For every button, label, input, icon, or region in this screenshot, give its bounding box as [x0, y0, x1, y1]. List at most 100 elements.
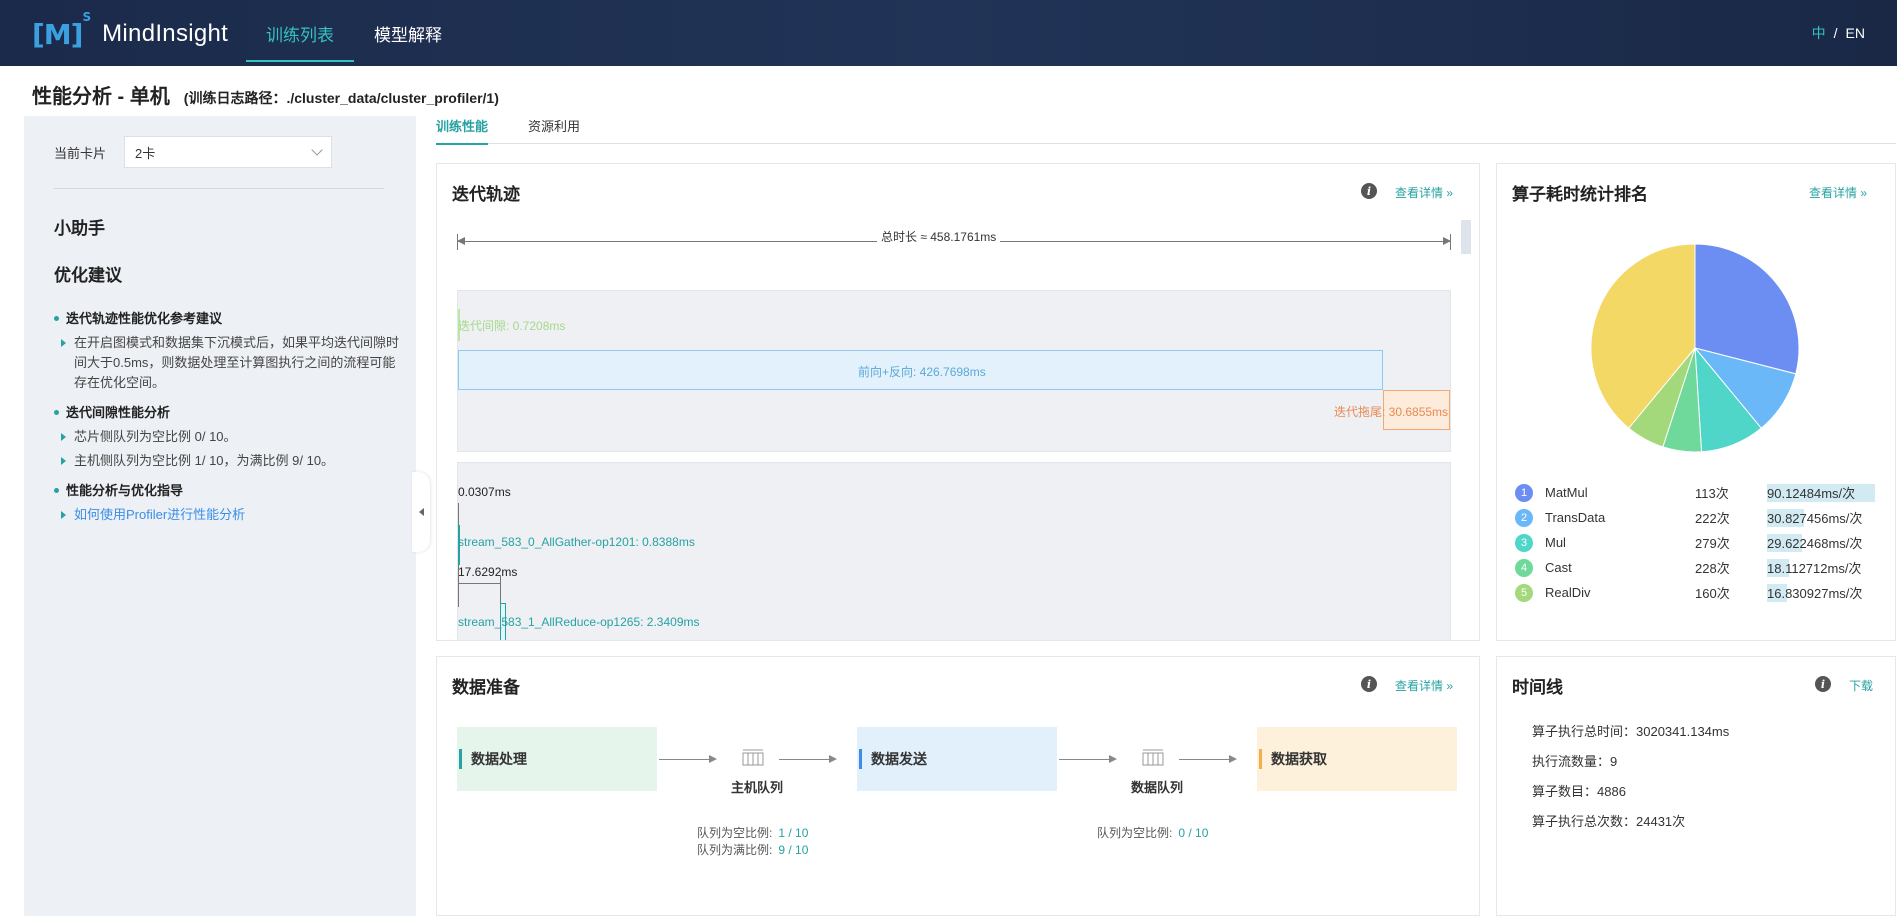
- tab-bar: 训练性能 资源利用: [436, 112, 1896, 145]
- advice-item: 主机侧队列为空比例 1/ 10，为满比例 9/ 10。: [54, 451, 399, 471]
- data-preparation-card: 数据准备 i 查看详情 » 数据处理 主机队列 数据发送 数据队列 数据获取 队…: [436, 656, 1480, 916]
- operator-pie-chart[interactable]: [1590, 243, 1800, 453]
- operator-name: Mul: [1545, 535, 1566, 550]
- advice-section-title: 迭代间隙性能分析: [54, 403, 399, 423]
- stream-gap-label: 0.0307ms: [458, 485, 511, 499]
- lang-en[interactable]: EN: [1845, 25, 1865, 41]
- timeline-stats: 算子执行总时间：3020341.134ms 执行流数量：9 算子数目：4886 …: [1532, 717, 1729, 837]
- page-title-main: 性能分析 - 单机: [32, 86, 170, 108]
- view-details-link[interactable]: 查看详情 »: [1395, 679, 1454, 693]
- trace-chart: 总时长 ≈ 458.1761ms 迭代间隙: 0.7208ms 前向+反向: 4…: [437, 220, 1467, 640]
- allgather-segment[interactable]: [458, 525, 460, 565]
- allreduce-segment[interactable]: [500, 603, 506, 640]
- queue-icon: [742, 749, 764, 766]
- operator-count: 279次: [1695, 536, 1730, 551]
- logo-mark: [M]S: [32, 10, 91, 51]
- card-title: 数据准备: [452, 678, 520, 697]
- data-queue-label: 数据队列: [1131, 780, 1184, 795]
- operator-name: TransData: [1545, 510, 1606, 525]
- operator-count: 228次: [1695, 561, 1730, 576]
- assistant-panel: 当前卡片 2卡 小助手 优化建议 迭代轨迹性能优化参考建议 在开启图模式和数据集…: [24, 116, 416, 916]
- legend-row[interactable]: 5 RealDiv 160次 16.830927ms/次: [1515, 580, 1895, 605]
- rank-badge: 1: [1515, 483, 1533, 502]
- allreduce-label: stream_583_1_AllReduce-op1265: 2.3409ms: [458, 615, 700, 629]
- info-icon[interactable]: i: [1361, 183, 1377, 199]
- fp-bp-segment[interactable]: [458, 350, 1383, 390]
- timeline-card: 时间线 i 下载 算子执行总时间：3020341.134ms 执行流数量：9 算…: [1496, 656, 1896, 916]
- tail-label: 迭代拖尾: 30.6855ms: [1334, 405, 1449, 419]
- stage-data-processing[interactable]: 数据处理: [457, 727, 657, 791]
- scrollbar-thumb[interactable]: [1461, 220, 1471, 254]
- rank-badge: 3: [1515, 533, 1533, 552]
- avg-time-bar: [1767, 484, 1875, 502]
- info-icon[interactable]: i: [1815, 676, 1831, 692]
- fp-bp-label: 前向+反向: 426.7698ms: [858, 365, 986, 379]
- stream-lane: 0.0307ms stream_583_0_AllGather-op1201: …: [457, 462, 1451, 640]
- iteration-lane: 迭代间隙: 0.7208ms 前向+反向: 426.7698ms 迭代拖尾: 3…: [457, 290, 1451, 452]
- duration-arrow: [458, 583, 500, 584]
- timeline-stat: 算子执行总次数：24431次: [1532, 814, 1686, 829]
- stage-data-send[interactable]: 数据发送: [857, 727, 1057, 791]
- flow-arrow: [1179, 755, 1237, 763]
- operator-name: RealDiv: [1545, 585, 1591, 600]
- stage-data-fetch[interactable]: 数据获取: [1257, 727, 1457, 791]
- card-select[interactable]: 2卡: [124, 136, 332, 168]
- tail-segment[interactable]: [1383, 390, 1450, 430]
- app-logo[interactable]: [M]S MindInsight: [32, 10, 229, 54]
- card-title: 迭代轨迹: [452, 185, 520, 204]
- advice-item: 芯片侧队列为空比例 0/ 10。: [54, 427, 399, 447]
- queue-icon: [1142, 749, 1164, 766]
- tab-training-performance[interactable]: 训练性能: [436, 112, 489, 145]
- download-link[interactable]: 下载: [1849, 679, 1874, 693]
- operator-avg-time: 30.827456ms/次: [1767, 509, 1863, 527]
- pie-slice-other[interactable]: [1590, 243, 1696, 429]
- rank-badge: 2: [1515, 508, 1533, 527]
- lang-separator: /: [1833, 25, 1838, 41]
- flow-arrow: [1059, 755, 1117, 763]
- view-details-link[interactable]: 查看详情 »: [1395, 186, 1454, 200]
- timeline-stat: 执行流数量：9: [1532, 754, 1618, 769]
- page-title-path: (训练日志路径：./cluster_data/cluster_profiler/…: [183, 90, 499, 106]
- operator-avg-time: 16.830927ms/次: [1767, 584, 1863, 602]
- iteration-trace-card: 迭代轨迹 i 查看详情 » 总时长 ≈ 458.1761ms 迭代间隙: 0.7…: [436, 163, 1480, 641]
- card-title: 算子耗时统计排名: [1512, 185, 1648, 204]
- pie-slice-matmul[interactable]: [1694, 243, 1800, 375]
- lang-zh[interactable]: 中: [1811, 25, 1826, 41]
- chevron-down-icon: [311, 144, 323, 156]
- app-name: MindInsight: [102, 20, 229, 47]
- view-details-link[interactable]: 查看详情 »: [1809, 186, 1868, 200]
- operator-avg-time: 29.622468ms/次: [1767, 534, 1863, 552]
- time-marker: [500, 575, 501, 615]
- total-duration-label: 总时长 ≈ 458.1761ms: [877, 228, 1001, 245]
- avg-time-bar: [1767, 534, 1803, 552]
- stream-duration-label: 17.6292ms: [458, 565, 518, 579]
- operator-avg-time: 90.12484ms/次: [1767, 483, 1875, 502]
- gap-segment[interactable]: [458, 309, 460, 341]
- rank-badge: 5: [1515, 583, 1533, 602]
- main-nav: 训练列表 模型解释: [246, 0, 462, 66]
- divider: [54, 188, 384, 189]
- host-queue-label: 主机队列: [731, 780, 784, 795]
- legend-row[interactable]: 3 Mul 279次 29.622468ms/次: [1515, 530, 1895, 555]
- profiler-guide-link[interactable]: 如何使用Profiler进行性能分析: [54, 505, 399, 525]
- operator-count: 160次: [1695, 586, 1730, 601]
- collapse-panel-button[interactable]: [412, 472, 430, 552]
- nav-training-list[interactable]: 训练列表: [246, 0, 354, 66]
- language-switch: 中 / EN: [1812, 0, 1865, 66]
- timeline-stat: 算子执行总时间：3020341.134ms: [1532, 724, 1730, 739]
- rank-badge: 4: [1515, 558, 1533, 577]
- tab-resource-usage[interactable]: 资源利用: [528, 119, 581, 134]
- chevron-left-icon: [418, 508, 424, 516]
- host-queue-stats: 队列为空比例:1 / 10 队列为满比例:9 / 10: [697, 826, 809, 857]
- nav-model-explain[interactable]: 模型解释: [374, 25, 442, 45]
- timeline-stat: 算子数目：4886: [1532, 784, 1626, 799]
- card-select-value: 2卡: [135, 145, 156, 161]
- advice-item: 在开启图模式和数据集下沉模式后，如果平均迭代间隙时间大于0.5ms，则数据处理至…: [54, 333, 399, 393]
- info-icon[interactable]: i: [1361, 676, 1377, 692]
- avg-time-bar: [1767, 584, 1788, 602]
